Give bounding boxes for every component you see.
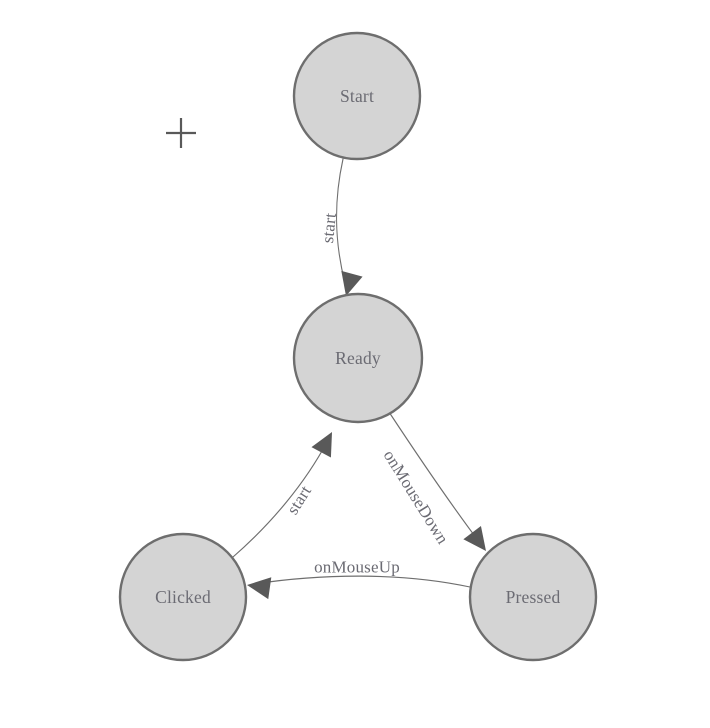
edge-label-pressed-to-clicked: onMouseUp [314, 558, 400, 577]
edge-start-to-ready[interactable] [335, 158, 346, 284]
node-clicked[interactable]: Clicked [118, 532, 248, 662]
node-label-start: Start [340, 86, 374, 106]
node-label-ready: Ready [335, 348, 381, 368]
node-circle-ready[interactable] [292, 292, 424, 424]
node-label-pressed: Pressed [506, 587, 561, 607]
arrowhead-ready-to-pressed [463, 526, 486, 551]
node-ready[interactable]: Ready [292, 292, 424, 424]
arrowhead-pressed-to-clicked [247, 577, 272, 600]
edge-clicked-to-ready[interactable] [232, 441, 328, 558]
arrowhead-clicked-to-ready [311, 432, 332, 458]
arrowhead-start-to-ready [341, 270, 363, 296]
edge-pressed-to-clicked[interactable] [253, 575, 471, 588]
crosshair-marker[interactable] [166, 118, 196, 148]
node-start[interactable]: Start [292, 31, 422, 161]
edges-layer [232, 158, 481, 588]
node-circle-pressed[interactable] [468, 532, 598, 662]
node-pressed[interactable]: Pressed [468, 532, 598, 662]
edge-label-ready-to-pressed: onMouseDown [380, 447, 453, 548]
edge-label-clicked-to-ready: start [283, 482, 315, 518]
edge-label-start-to-ready: start [318, 212, 340, 244]
node-circle-start[interactable] [292, 31, 422, 161]
node-label-clicked: Clicked [155, 587, 211, 607]
node-circle-clicked[interactable] [118, 532, 248, 662]
markers-layer [166, 118, 196, 148]
edge-ready-to-pressed[interactable] [388, 411, 481, 544]
arrowheads-layer [247, 270, 486, 600]
